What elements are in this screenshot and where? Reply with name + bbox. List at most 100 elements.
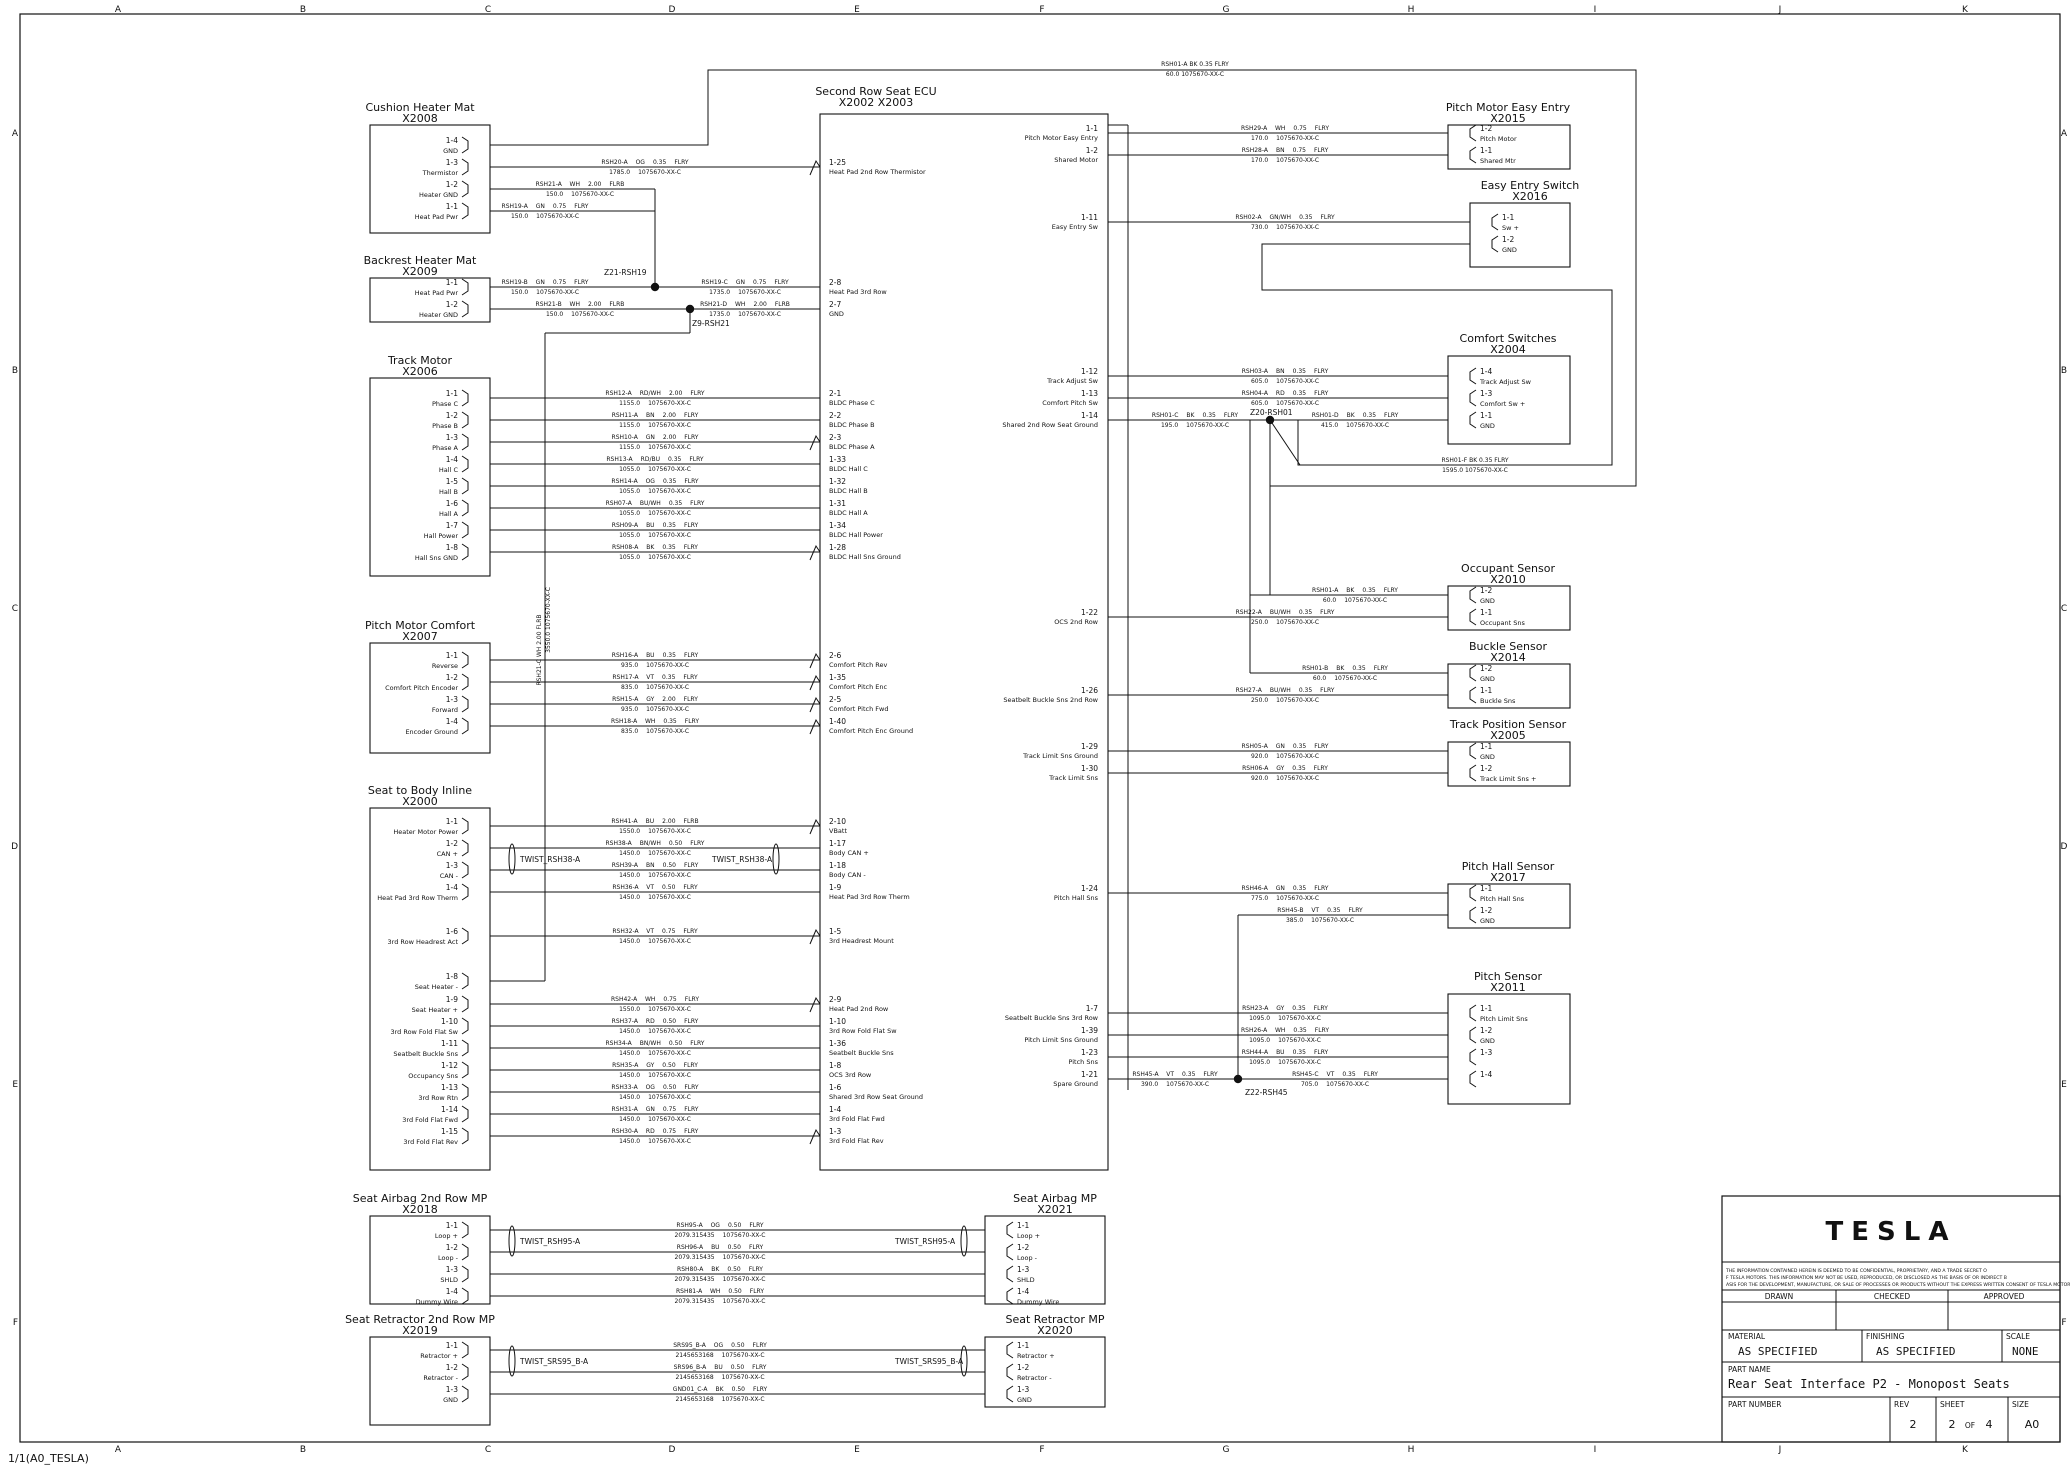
wire-attr: 390.0 — [1141, 1081, 1158, 1088]
ecu-pin-number: 1-28 — [829, 543, 846, 552]
ecu-pin-number: 1-26 — [1081, 686, 1098, 695]
wire-attr: GN — [736, 279, 745, 286]
wire-attr: 0.35 — [668, 456, 682, 463]
wire-attr: 0.50 — [727, 1266, 741, 1273]
wire-attr: 1075670-XX-C — [1278, 1059, 1321, 1066]
wire-attr: SRS96_B-A — [674, 1364, 708, 1371]
pin-terminal — [461, 1221, 469, 1239]
wire-attr: 150.0 — [546, 191, 563, 198]
wire-attr: FLRY — [1364, 1071, 1379, 1078]
ecu-pin-number: 2-10 — [829, 817, 846, 826]
wire-attr: OG — [646, 1084, 656, 1091]
wire-attr: 1450.0 — [619, 1072, 640, 1079]
ecu-pin-function: Heat Pad 2nd Row Thermistor — [829, 168, 926, 176]
wire-attr: 170.0 — [1251, 157, 1268, 164]
ecu-pin-number: 2-1 — [829, 389, 841, 398]
wire-attr: WH — [1275, 125, 1285, 132]
wire-attr: RSH35-A — [612, 1062, 639, 1069]
zone-col-top: D — [669, 5, 676, 15]
pin-terminal — [1469, 367, 1477, 385]
connector-pin-function: GND — [1480, 675, 1495, 683]
pin-terminal — [461, 1039, 469, 1057]
wire-attr: BN — [1276, 147, 1285, 154]
ecu-pin-number: 1-34 — [829, 521, 846, 530]
connector-track-title: Track Motor — [387, 354, 453, 367]
wire-attr: 1075670-XX-C — [1276, 753, 1319, 760]
zone-col-bottom: C — [485, 1445, 491, 1455]
connector-pin-function: Heat Pad 3rd Row Therm — [377, 894, 458, 902]
connector-pin-function: Pitch Limit Sns — [1480, 1015, 1528, 1023]
ecu-pin-function: Seatbelt Buckle Sns — [829, 1049, 894, 1057]
wire-attr: GY — [1276, 1005, 1284, 1012]
wire-attr: 1075670-XX-C — [646, 684, 689, 691]
connector-pin-number: 1-6 — [446, 927, 458, 936]
connector-pmee-id: X2015 — [1490, 112, 1526, 125]
wire-attr: 0.35 — [1292, 765, 1306, 772]
wire-attr: RSH11-A — [612, 412, 639, 419]
connector-pin-number: 1-2 — [446, 300, 458, 309]
splice-dot — [685, 304, 695, 314]
wire-attr: FLRY — [1315, 1027, 1330, 1034]
pin-terminal — [461, 1127, 469, 1145]
wire-attr: FLRY — [1384, 412, 1399, 419]
twist-marker — [508, 1225, 516, 1257]
connector-pin-function: Seat Heater + — [412, 1006, 458, 1014]
wire-attr: 1075670-XX-C — [1278, 1015, 1321, 1022]
pin-terminal — [1006, 1243, 1014, 1261]
connector-pin-function: Loop - — [1017, 1254, 1038, 1262]
wire-attr: 1075670-XX-C — [648, 1094, 691, 1101]
connector-pitchsens-id: X2011 — [1490, 981, 1526, 994]
connector-pin-function: Loop - — [438, 1254, 459, 1262]
connector-pitchhall-id: X2017 — [1490, 871, 1526, 884]
wire-attr: 1785.0 — [609, 169, 630, 176]
wire-attr: 705.0 — [1301, 1081, 1318, 1088]
wire-attr: FLRY — [1314, 1049, 1329, 1056]
wire-attr: 1075670-XX-C — [1278, 1037, 1321, 1044]
wire-attr: 0.35 — [1293, 1049, 1307, 1056]
connector-pin-number: 1-1 — [1480, 146, 1492, 155]
connector-pin-number: 1-13 — [441, 1083, 458, 1092]
wire-attr: 775.0 — [1251, 895, 1268, 902]
wire-attr: VT — [1311, 907, 1319, 914]
connector-pitchsens-box — [1447, 993, 1571, 1105]
wire-attr: 1450.0 — [619, 1094, 640, 1101]
wire-attr: 1055.0 — [619, 532, 640, 539]
pin-terminal — [461, 861, 469, 879]
wire-attr: RSH15-A — [612, 696, 639, 703]
wire-attr: 0.35 — [662, 544, 676, 551]
wire-attr: RSH22-A — [1236, 609, 1263, 616]
wire-attr: RSH01-C — [1152, 412, 1178, 419]
wire-attr: 1075670-XX-C — [722, 1352, 765, 1359]
confidentiality-notice: ASIS FOR THE DEVELOPMENT, MANUFACTURE, O… — [1726, 1282, 2070, 1288]
scale-value: NONE — [2012, 1345, 2039, 1358]
wire-attr: 2145653168 — [675, 1374, 713, 1381]
connector-pin-function: Loop + — [435, 1232, 458, 1240]
connector-retrmp-box — [984, 1336, 1106, 1408]
ecu-pin-function: BLDC Hall Power — [829, 531, 883, 539]
connector-pin-function: Loop + — [1017, 1232, 1040, 1240]
wire-attr: RSH01-B — [1302, 665, 1328, 672]
connector-pin-function: Comfort Sw + — [1480, 400, 1525, 408]
pin-terminal — [1469, 1026, 1477, 1044]
wire-attr: GY — [1276, 765, 1284, 772]
pin-terminal — [1469, 1048, 1477, 1066]
splice-label: Z9-RSH21 — [692, 319, 730, 328]
connector-pin-function: 3rd Fold Flat Fwd — [402, 1116, 458, 1124]
wire-attr: RSH10-A — [612, 434, 639, 441]
zone-col-top: H — [1408, 5, 1415, 15]
wire-attr: 0.35 — [1363, 412, 1377, 419]
ecu-pin-function: Heat Pad 3rd Row — [829, 288, 887, 296]
connector-pin-number: 1-3 — [446, 861, 458, 870]
